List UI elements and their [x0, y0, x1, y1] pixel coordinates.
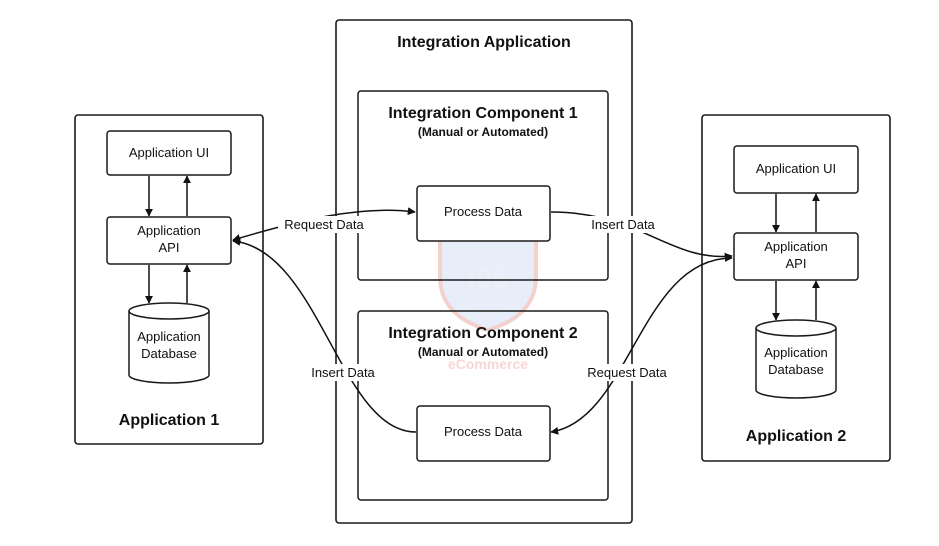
watermark-logo: i95 Dev eCommerce: [438, 224, 538, 372]
flow-app2-comp2-connector: [550, 254, 733, 435]
component-1-title: Integration Component 1: [388, 105, 577, 122]
app2-ui-box: [733, 145, 859, 194]
flow-insert-data-label-1: Insert Data: [591, 217, 655, 232]
app2-ui-label: Application UI: [756, 161, 836, 176]
app1-ui-label: Application UI: [129, 145, 209, 160]
flow-request-data-label-1: Request Data: [284, 217, 364, 232]
integration-application-title: Integration Application: [397, 34, 571, 51]
app1-ui-box: [106, 130, 232, 176]
component-1-process-box: [416, 185, 551, 242]
watermark-badge: i95: [467, 262, 509, 295]
app2-title: Application 2: [746, 428, 847, 445]
component-1-process-label: Process Data: [444, 204, 523, 219]
component-2-process-label: Process Data: [444, 424, 523, 439]
flow-app1-comp1-connector: [232, 207, 416, 242]
flow-comp2-app1-connector: [232, 237, 417, 433]
watermark-sub: Dev: [476, 293, 501, 309]
app1-database-icon: [128, 302, 210, 384]
app2-api-label-line2: API: [786, 256, 807, 271]
app1-db-label-line2: Database: [141, 346, 197, 361]
app1-api-label-line2: API: [159, 240, 180, 255]
app2-api-box: [733, 232, 859, 281]
application-2-panel: Application UI Application API Applicati…: [701, 114, 891, 462]
app1-api-label-line1: Application: [137, 223, 201, 238]
app2-api-label-line1: Application: [764, 239, 828, 254]
flow-request-data-label-2: Request Data: [587, 365, 667, 380]
app2-db-label-line2: Database: [768, 362, 824, 377]
app1-title: Application 1: [119, 412, 220, 429]
application-1-frame: [74, 114, 264, 445]
watermark-tagline: eCommerce: [448, 356, 528, 372]
application-1-panel: Application UI Application API Applicati…: [74, 114, 264, 445]
app2-db-label-line1: Application: [764, 345, 828, 360]
component-2-process-box: [416, 405, 551, 462]
app1-db-label-line1: Application: [137, 329, 201, 344]
component-1-subtitle: (Manual or Automated): [418, 125, 548, 139]
component-2-subtitle: (Manual or Automated): [418, 345, 548, 359]
integration-component-1-frame: [357, 90, 609, 281]
app1-api-box: [106, 216, 232, 265]
app2-database-icon: [755, 319, 837, 399]
integration-application-panel: Integration Application Integration Comp…: [335, 19, 633, 524]
flow-insert-data-label-2: Insert Data: [311, 365, 375, 380]
component-2-title: Integration Component 2: [388, 325, 577, 342]
